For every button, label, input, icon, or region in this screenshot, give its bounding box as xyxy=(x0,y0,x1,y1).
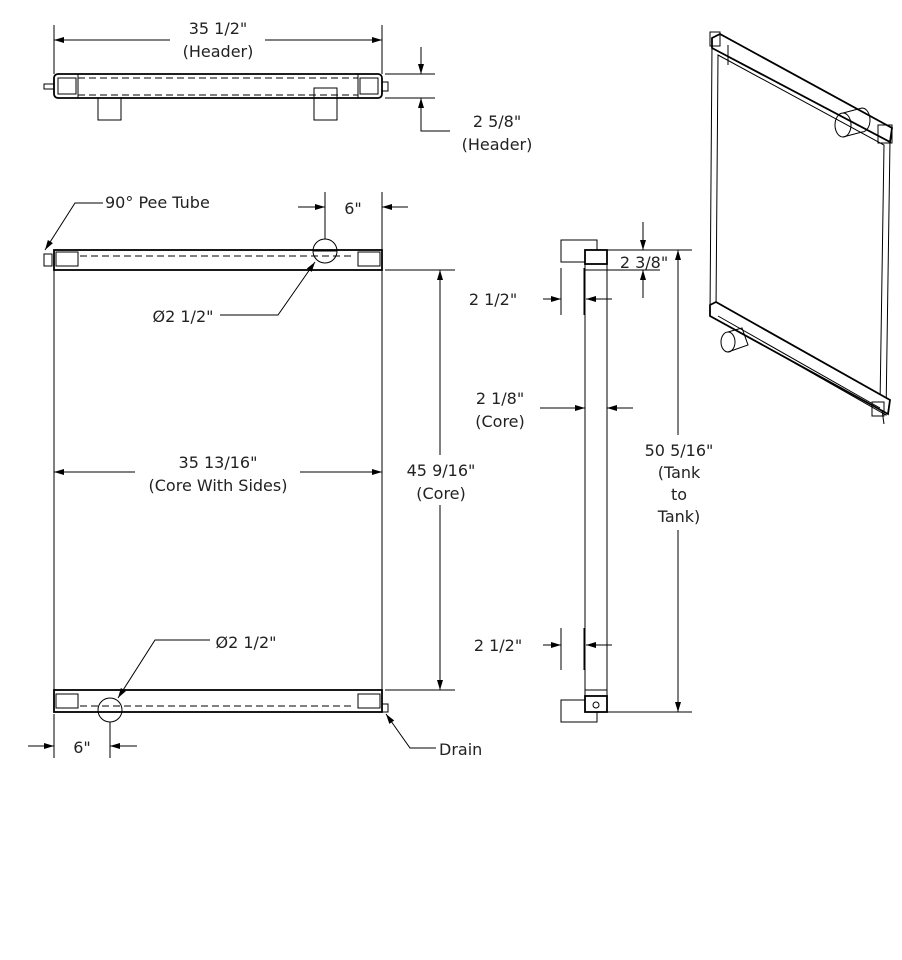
header-height-dim: 2 5/8" xyxy=(473,112,521,131)
header-width-dim: 35 1/2" xyxy=(189,19,248,38)
core-height-dim: 45 9/16" xyxy=(407,461,476,480)
core-height-note: (Core) xyxy=(416,484,466,503)
drain-label: Drain xyxy=(439,740,482,759)
overall-height-dim: 50 5/16" xyxy=(645,441,714,460)
core-width-dim: 35 13/16" xyxy=(179,453,258,472)
top-view: 35 1/2" (Header) 2 5/8" (Header) xyxy=(43,19,533,154)
overall-height-note-1: (Tank xyxy=(658,463,701,482)
bottom-outlet-diameter: Ø2 1/2" xyxy=(216,633,277,652)
header-width-note: (Header) xyxy=(183,42,254,61)
overall-height-note-2: to xyxy=(671,485,687,504)
header-height-note: (Header) xyxy=(462,135,533,154)
tank-height-dim: 2 3/8" xyxy=(620,253,668,272)
pee-tube-label: 90° Pee Tube xyxy=(105,193,210,212)
bottom-outlet-offset-dim: 6" xyxy=(73,738,91,757)
bottom-offset-dim: 2 1/2" xyxy=(474,636,522,655)
isometric-view xyxy=(709,31,893,425)
side-view: 2 3/8" 2 1/2" 2 1/8" (Core) 2 1/2" 50 5/… xyxy=(469,222,714,723)
core-depth-note: (Core) xyxy=(475,412,525,431)
top-inlet-offset-dim: 6" xyxy=(344,199,362,218)
top-inlet-diameter: Ø2 1/2" xyxy=(153,307,214,326)
core-depth-dim: 2 1/8" xyxy=(476,389,524,408)
overall-height-note-3: Tank) xyxy=(657,507,701,526)
front-view: 90° Pee Tube 6" Ø2 1/2" 35 13/16" (Core … xyxy=(28,192,482,759)
core-width-note: (Core With Sides) xyxy=(149,476,288,495)
top-offset-dim: 2 1/2" xyxy=(469,290,517,309)
